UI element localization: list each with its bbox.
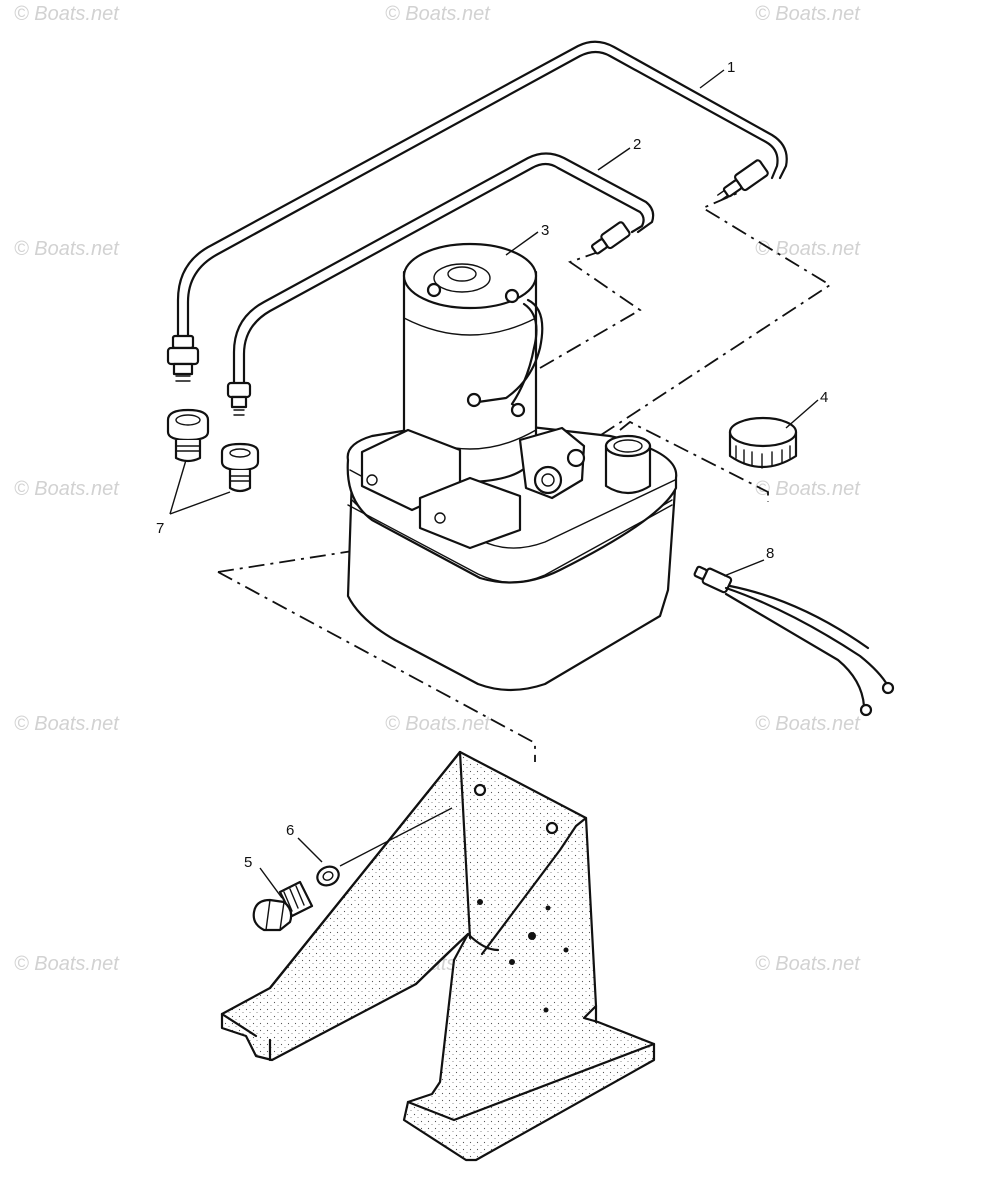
callout-7: 7 xyxy=(156,520,164,537)
callout-numbers: 1 2 3 4 5 6 7 8 xyxy=(156,59,828,871)
watermark-text: © Boats.net xyxy=(755,953,861,975)
watermark-text: © Boats.net xyxy=(14,953,120,975)
watermark-text: © Boats.net xyxy=(755,238,861,260)
hydraulic-tube-2 xyxy=(226,152,655,416)
watermark-text: © Boats.net xyxy=(755,3,861,25)
fitting-7a xyxy=(166,408,210,463)
washer xyxy=(316,865,340,887)
callout-leaders xyxy=(169,69,819,899)
watermark-text: © Boats.net xyxy=(385,3,491,25)
filler-neck xyxy=(604,434,652,495)
watermark-text: © Boats.net xyxy=(385,713,491,735)
callout-3: 3 xyxy=(541,222,549,239)
callout-5: 5 xyxy=(244,854,252,871)
callout-4: 4 xyxy=(820,389,828,406)
watermark-text: © Boats.net xyxy=(14,238,120,260)
hydraulic-tube-1 xyxy=(166,40,788,382)
fitting-7b xyxy=(220,442,260,493)
temperature-sender xyxy=(693,565,895,717)
watermark-text: © Boats.net xyxy=(14,713,120,735)
callout-2: 2 xyxy=(633,136,641,153)
watermark-text: © Boats.net xyxy=(755,478,861,500)
watermarks: © Boats.net © Boats.net © Boats.net © Bo… xyxy=(14,3,861,975)
callout-1: 1 xyxy=(727,59,735,76)
callout-8: 8 xyxy=(766,545,774,562)
watermark-text: © Boats.net xyxy=(14,3,120,25)
mounting-bracket xyxy=(220,750,656,1162)
reservoir-cap xyxy=(728,416,798,469)
watermark-text: © Boats.net xyxy=(14,478,120,500)
bolt xyxy=(252,880,314,932)
pump-motor xyxy=(402,242,544,484)
watermark-text: © Boats.net xyxy=(755,713,861,735)
valve-manifold xyxy=(360,426,586,550)
callout-6: 6 xyxy=(286,822,294,839)
